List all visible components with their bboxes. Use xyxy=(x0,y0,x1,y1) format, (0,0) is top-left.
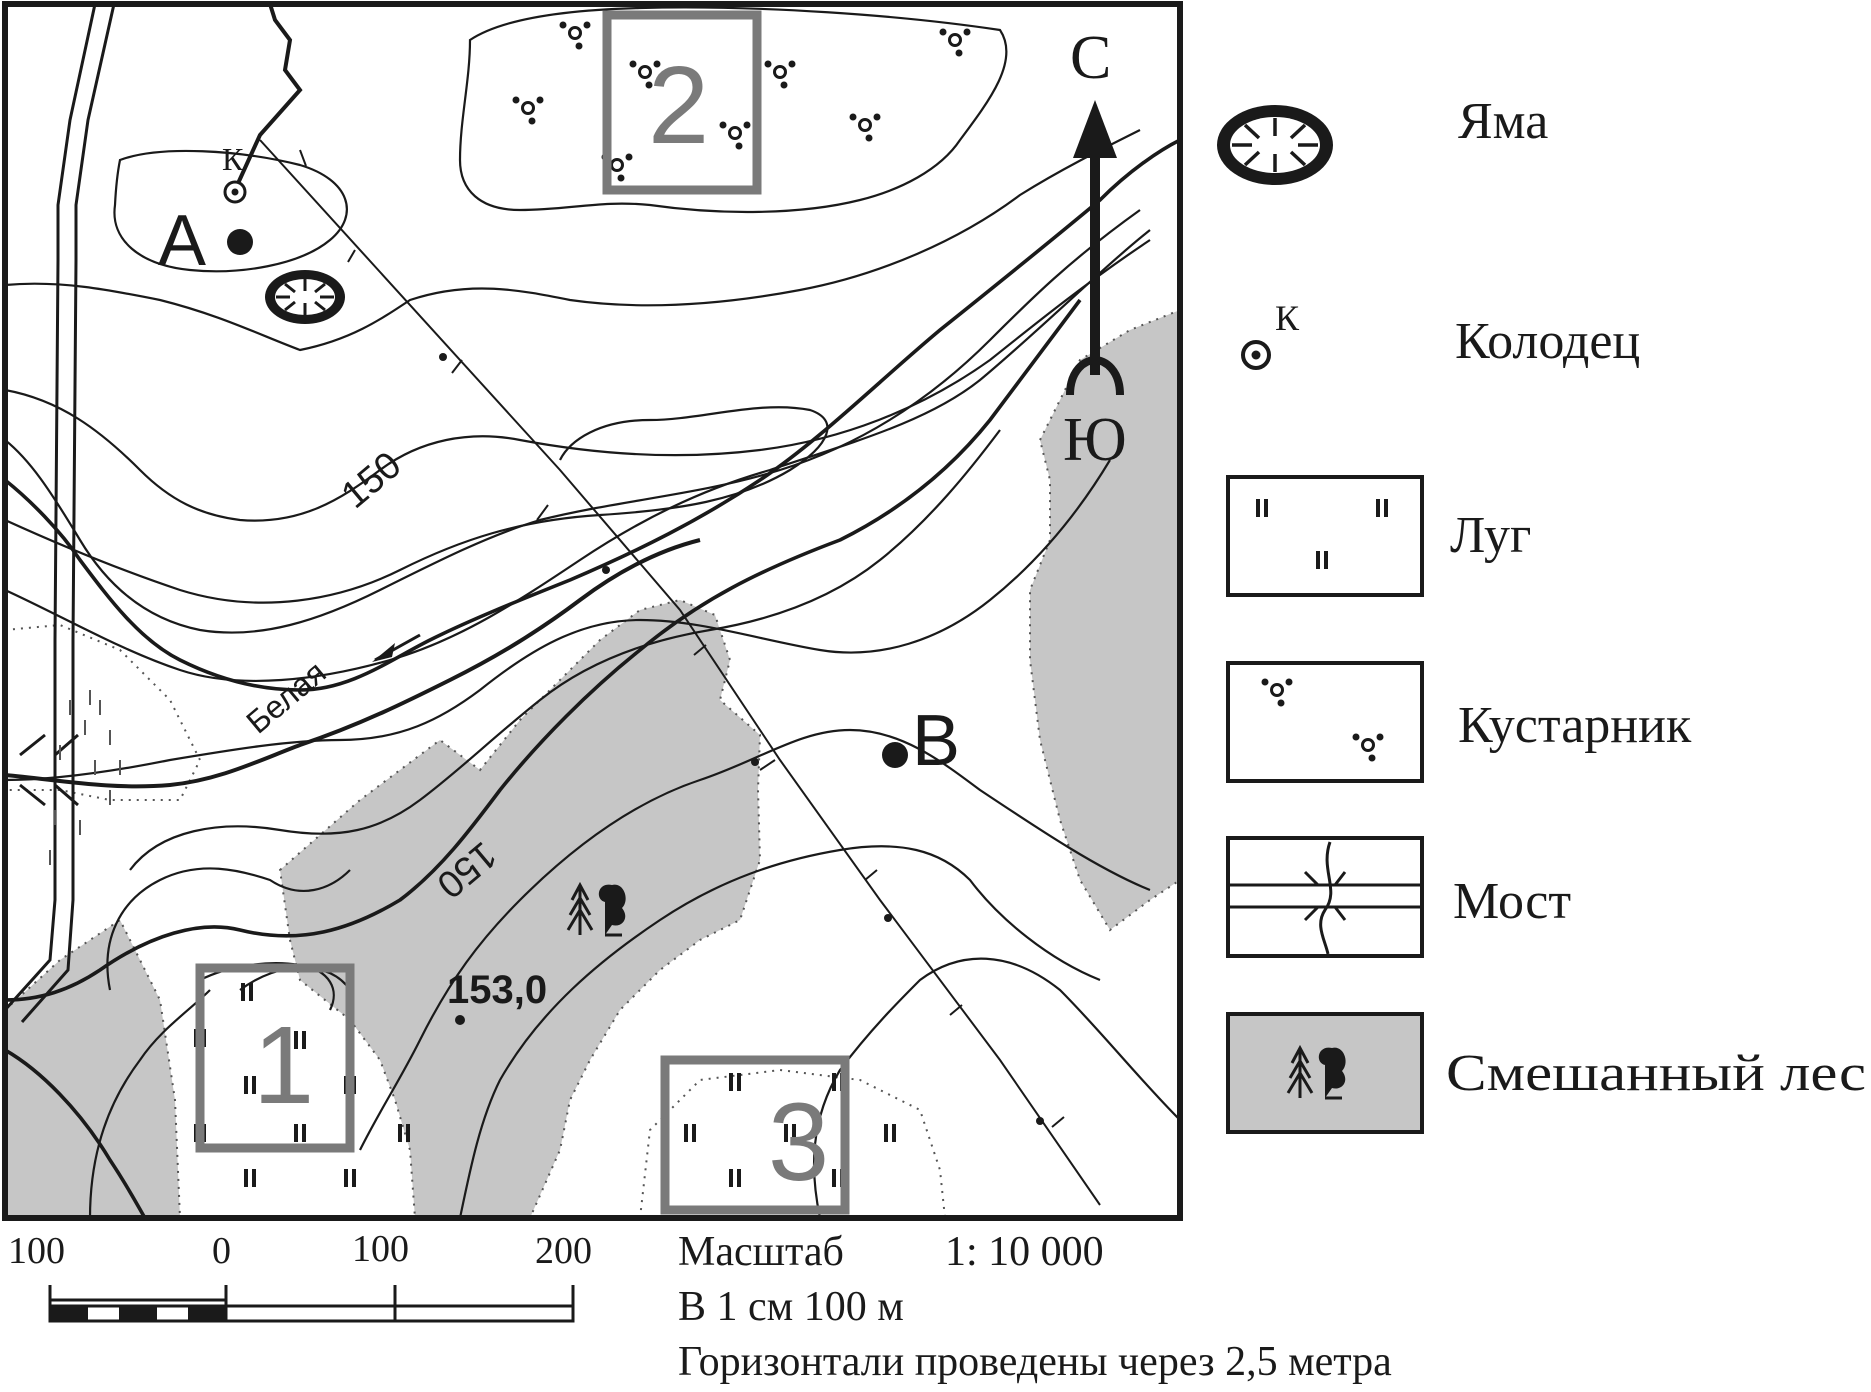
map-frame xyxy=(2,1,1183,1221)
legend-label-shrub: Кустарник xyxy=(1458,697,1692,754)
point-b-marker xyxy=(882,742,908,768)
forest-area-center xyxy=(278,598,762,1218)
scale-tick-200: 200 xyxy=(535,1230,592,1272)
legend-item-meadow: Луг xyxy=(1226,475,1531,597)
bridge-icon xyxy=(1226,836,1424,958)
legend-label-pit: Яма xyxy=(1458,93,1548,150)
scale-tick-100: 100 xyxy=(352,1228,409,1270)
bridge xyxy=(19,733,79,807)
area-1-number: 1 xyxy=(253,1004,314,1127)
area-3-number: 3 xyxy=(768,1081,829,1204)
contour-lines xyxy=(5,6,1180,1218)
legend-label-mixed-forest: Смешанный лес xyxy=(1446,1045,1866,1102)
map-area: 153,0 150 150 Белая A К B С Ю 1 2 xyxy=(5,4,1180,1218)
well-symbol xyxy=(223,180,247,204)
legend-item-well: К Колодец xyxy=(1241,298,1640,370)
forest-area-east xyxy=(1029,308,1180,932)
pit-symbol xyxy=(265,270,345,324)
pit-icon xyxy=(1217,105,1333,185)
area-3: 3 xyxy=(660,1055,850,1215)
scale-ruler xyxy=(48,1285,575,1323)
legend: Яма К Колодец Луг Кустарник xyxy=(1217,93,1866,1134)
scale-tick-100-left: 100 xyxy=(8,1230,65,1272)
area-2: 2 xyxy=(602,10,762,195)
scale-title: Масштаб xyxy=(678,1229,844,1275)
north-arrow xyxy=(1066,100,1124,396)
point-a-label: A xyxy=(158,201,206,281)
scale-bar: 100 0 100 200 Масштаб 1: 10 000 В 1 см 1… xyxy=(8,1228,1392,1385)
power-line xyxy=(259,139,1101,1206)
legend-well-mark: К xyxy=(1275,298,1300,338)
contour-interval-note: Горизонтали проведены через 2,5 метра xyxy=(678,1339,1392,1385)
mixed-forest-symbol xyxy=(566,881,626,937)
scale-ratio: 1: 10 000 xyxy=(945,1229,1104,1275)
power-line-poles xyxy=(439,353,1044,1125)
meadow-outlines xyxy=(5,623,946,1218)
area-2-number: 2 xyxy=(648,44,709,167)
point-b-label: B xyxy=(912,701,960,781)
scale-tick-0: 0 xyxy=(212,1230,231,1272)
mixed-forest-icon xyxy=(1226,1012,1424,1134)
road xyxy=(5,4,116,1023)
legend-item-bridge: Мост xyxy=(1226,836,1571,958)
legend-label-well: Колодец xyxy=(1455,313,1640,370)
legend-label-meadow: Луг xyxy=(1450,507,1531,564)
north-label: С xyxy=(1070,24,1111,92)
point-a-marker xyxy=(227,229,253,255)
river-belaya xyxy=(5,538,701,789)
well-map-label: К xyxy=(222,141,244,177)
marsh-hatching xyxy=(49,690,121,865)
south-label: Ю xyxy=(1063,406,1127,474)
index-contours xyxy=(5,138,1180,1218)
legend-item-pit: Яма xyxy=(1217,93,1548,185)
shrub-icon xyxy=(1226,661,1424,783)
stream xyxy=(233,4,303,191)
spot-height-marker xyxy=(455,1015,465,1025)
legend-label-bridge: Мост xyxy=(1453,873,1571,930)
area-1: 1 xyxy=(195,963,355,1153)
mixed-forest-areas xyxy=(5,308,1180,1218)
spot-height-label: 153,0 xyxy=(447,968,547,1012)
legend-item-mixed-forest: Смешанный лес xyxy=(1226,1012,1866,1134)
scale-per-cm: В 1 см 100 м xyxy=(678,1284,904,1330)
meadow-icon xyxy=(1226,475,1424,597)
well-icon xyxy=(1241,340,1271,370)
legend-item-shrub: Кустарник xyxy=(1226,661,1692,783)
